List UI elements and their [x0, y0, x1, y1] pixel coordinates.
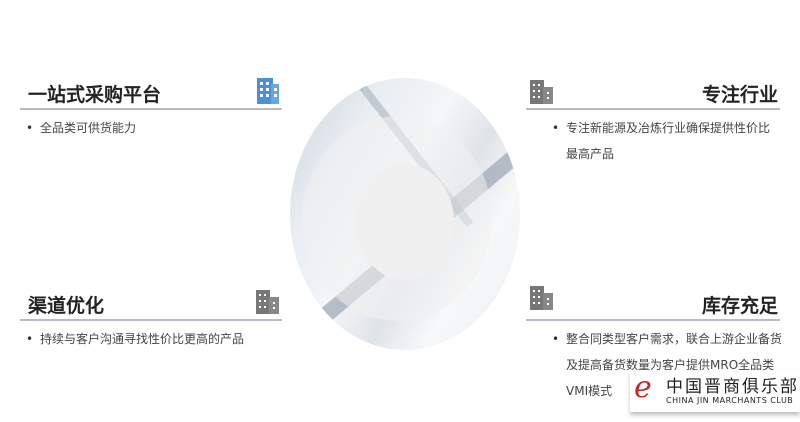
watermark-logo: e 中国晋商俱乐部 CHINA JIN MARCHANTS CLUB [630, 370, 800, 412]
divider [20, 319, 282, 321]
bullet-text: 持续与客户沟通寻找性价比更高的产品 [26, 326, 280, 352]
corridor-photo-circle [290, 78, 520, 350]
section-title: 一站式采购平台 [28, 84, 162, 106]
office-building-icon [256, 290, 279, 314]
office-building-icon [530, 80, 553, 104]
bullet-text: 专注新能源及冶炼行业确保提供性价比最高产品 [552, 115, 781, 167]
watermark-cn: 中国晋商俱乐部 [666, 377, 799, 397]
bullet-text: 整合同类型客户需求，联合上游企业备货及提高备货数量为客户提供MRO全品类VMI模… [552, 326, 784, 404]
watermark-en: CHINA JIN MARCHANTS CLUB [666, 396, 794, 405]
divider [526, 108, 780, 110]
office-building-icon [530, 286, 553, 310]
section-title: 专注行业 [701, 84, 778, 106]
section-title: 库存充足 [701, 295, 778, 317]
divider [20, 108, 282, 110]
bullet-text: 全品类可供货能力 [26, 115, 270, 141]
office-building-icon [257, 78, 279, 104]
divider [526, 319, 780, 321]
section-title: 渠道优化 [28, 295, 105, 317]
